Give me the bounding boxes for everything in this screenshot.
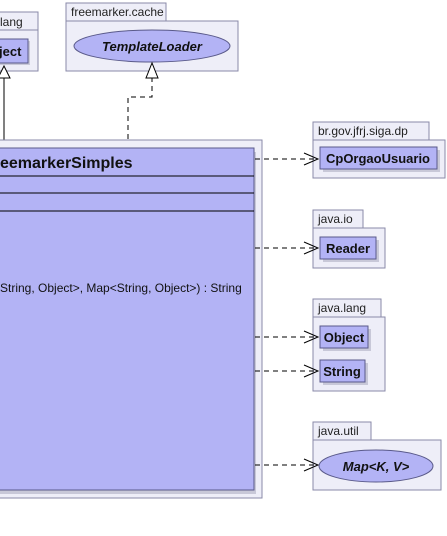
inheritance-arrow <box>0 64 11 150</box>
dependency-map <box>255 458 320 472</box>
main-class-container: eemarkerSimples String, Object>, Map<Str… <box>0 139 263 499</box>
class-label: ject <box>0 44 22 59</box>
class-label: Reader <box>326 241 370 256</box>
dependency-string <box>255 364 320 378</box>
package-lang-top: lang ject <box>0 11 39 72</box>
interface-label: Map<K, V> <box>343 459 410 474</box>
package-java-io: java.io Reader <box>312 209 386 269</box>
dependency-cporgaousuario <box>255 152 320 166</box>
realization-arrow <box>127 61 159 148</box>
class-label: String <box>323 364 361 379</box>
class-object-partial[interactable] <box>0 38 29 64</box>
package-br-gov-jfrj-siga-dp: br.gov.jfrj.siga.dp CpOrgaoUsuario <box>312 121 446 179</box>
package-java-lang: java.lang Object String <box>312 298 386 392</box>
package-label: java.io <box>317 212 353 226</box>
interface-label: TemplateLoader <box>102 39 203 54</box>
class-label: CpOrgaoUsuario <box>326 151 430 166</box>
package-label: br.gov.jfrj.siga.dp <box>318 124 408 138</box>
class-label: Object <box>324 330 365 345</box>
class-reader[interactable] <box>319 236 377 260</box>
package-label: freemarker.cache <box>71 5 164 19</box>
class-string[interactable] <box>319 359 366 383</box>
class-freemarkersimples[interactable] <box>0 147 255 491</box>
class-title: eemarkerSimples <box>0 155 133 172</box>
interface-map[interactable] <box>318 449 434 483</box>
dependency-object <box>255 330 320 344</box>
method-signature: String, Object>, Map<String, Object>) : … <box>0 281 242 295</box>
package-label: lang <box>0 15 23 29</box>
package-java-util: java.util Map<K, V> <box>312 421 442 491</box>
package-label: java.lang <box>317 301 366 315</box>
package-freemarker-cache: freemarker.cache TemplateLoader <box>65 2 239 72</box>
dependency-reader <box>255 241 320 255</box>
class-object[interactable] <box>319 325 369 349</box>
class-cporgaousuario[interactable] <box>319 146 438 170</box>
package-label: java.util <box>317 424 359 438</box>
